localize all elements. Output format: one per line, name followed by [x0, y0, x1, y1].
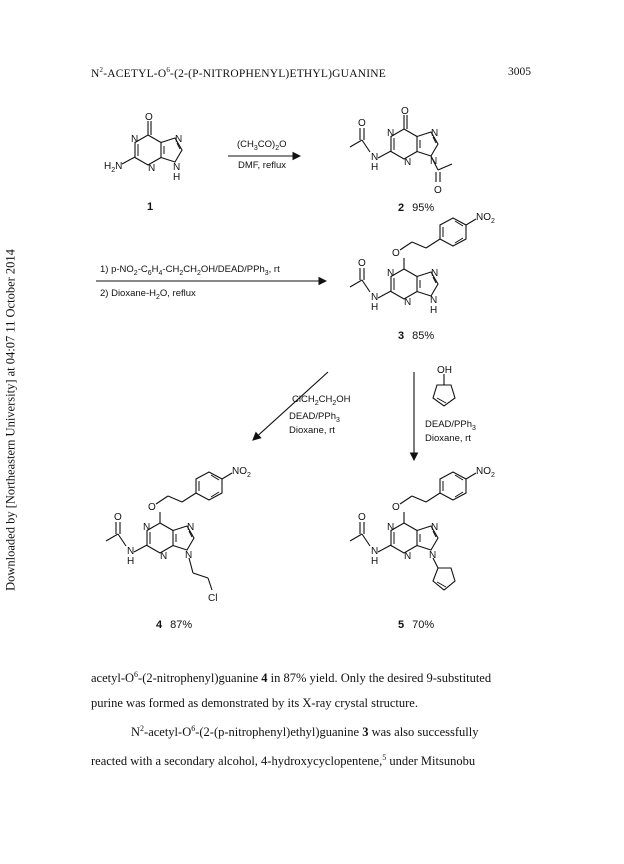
step-2-line-2: 2) Dioxane-H2O, reflux: [100, 288, 196, 301]
body-text: acetyl-O6-(2-nitrophenyl)guanine 4 in 87…: [91, 662, 541, 774]
atom-label: N: [431, 268, 438, 279]
page-number: 3005: [508, 66, 531, 78]
atom-label: O: [401, 106, 409, 117]
atom-label: N: [131, 134, 138, 145]
atom-label: N: [431, 522, 438, 533]
compound-1-structure: O N N N N H H2N 1: [104, 112, 183, 213]
nitro-group: NO2: [476, 466, 495, 479]
atom-label: H: [371, 302, 378, 313]
title-part: -(2-(P-NITROPHENYL)ETHYL)GUANINE: [170, 67, 386, 80]
atom-label: H: [430, 305, 437, 316]
atom-label: N: [429, 550, 436, 561]
title-sup: 2: [99, 66, 104, 74]
atom-label: Cl: [208, 593, 217, 604]
step-3-left-line-2: DEAD/PPh3: [289, 411, 340, 424]
atom-label: N: [430, 156, 437, 167]
nitro-group: NO2: [476, 212, 495, 225]
atom-label: N: [430, 295, 437, 306]
step-3-right: OH DEAD/PPh3 Dioxane, rt: [409, 365, 476, 462]
atom-label: N: [371, 152, 378, 163]
atom-label: H: [173, 172, 180, 183]
running-title: N2-ACETYL-O6-(2-(P-NITROPHENYL)ETHYL)GUA…: [91, 66, 386, 80]
step-2-line-1: 1) p-NO2-C6H4-CH2CH2OH/DEAD/PPh3, rt: [100, 264, 280, 277]
atom-label: N: [143, 522, 150, 533]
atom-label: N: [127, 546, 134, 557]
atom-label: N: [404, 157, 411, 168]
atom-label: H: [371, 162, 378, 173]
atom-label: O: [392, 248, 400, 259]
atom-label: N: [160, 551, 167, 562]
step-1-reagent: (CH3CO)2O: [237, 139, 287, 152]
atom-label: O: [148, 502, 156, 513]
atom-label: O: [358, 118, 366, 129]
step-3-right-line-2: Dioxane, rt: [425, 433, 471, 444]
title-part: -ACETYL-O: [103, 67, 167, 80]
atom-label: OH: [437, 365, 452, 376]
atom-label: N: [175, 134, 182, 145]
step-1: (CH3CO)2O DMF, reflux: [228, 139, 302, 171]
atom-label: H: [127, 556, 134, 567]
title-part: N: [91, 67, 100, 80]
atom-label: N: [187, 522, 194, 533]
atom-label: N: [371, 292, 378, 303]
step-3-left: ClCH2CH2OH DEAD/PPh3 Dioxane, rt: [252, 371, 351, 441]
atom-label: H: [371, 556, 378, 567]
atom-label: O: [114, 512, 122, 523]
atom-label: N: [148, 163, 155, 174]
atom-label: N: [404, 297, 411, 308]
atom-label: N: [387, 268, 394, 279]
paragraph-1-line-1: acetyl-O6-(2-nitrophenyl)guanine 4 in 87…: [91, 670, 492, 686]
atom-label: N: [371, 546, 378, 557]
step-1-condition: DMF, reflux: [238, 160, 286, 171]
atom-label: N: [404, 551, 411, 562]
title-sup: 6: [166, 66, 171, 74]
nitro-group: NO2: [232, 466, 251, 479]
atom-label: O: [145, 112, 153, 123]
atom-label: N: [173, 162, 180, 173]
step-3-left-line-3: Dioxane, rt: [289, 425, 335, 436]
step-3-right-line-1: DEAD/PPh3: [425, 419, 476, 432]
atom-label: O: [358, 512, 366, 523]
atom-label: N: [431, 128, 438, 139]
atom-label: O: [434, 185, 442, 196]
atom-label: N: [387, 128, 394, 139]
atom-label: O: [358, 258, 366, 269]
paragraph-1-line-2: purine was formed as demonstrated by its…: [91, 696, 418, 711]
atom-label: N: [387, 522, 394, 533]
atom-label: O: [392, 502, 400, 513]
atom-label: N: [185, 550, 192, 561]
step-2: 1) p-NO2-C6H4-CH2CH2OH/DEAD/PPh3, rt 2) …: [96, 264, 328, 301]
compound-1-label: 1: [147, 201, 153, 213]
paragraph-2-line-1: N2-acetyl-O6-(2-(p-nitrophenyl)ethyl)gua…: [131, 724, 479, 740]
paragraph-2-line-2: reacted with a secondary alcohol, 4-hydr…: [91, 753, 476, 769]
atom-label: H2N: [104, 161, 122, 174]
step-3-left-line-1: ClCH2CH2OH: [292, 394, 351, 407]
